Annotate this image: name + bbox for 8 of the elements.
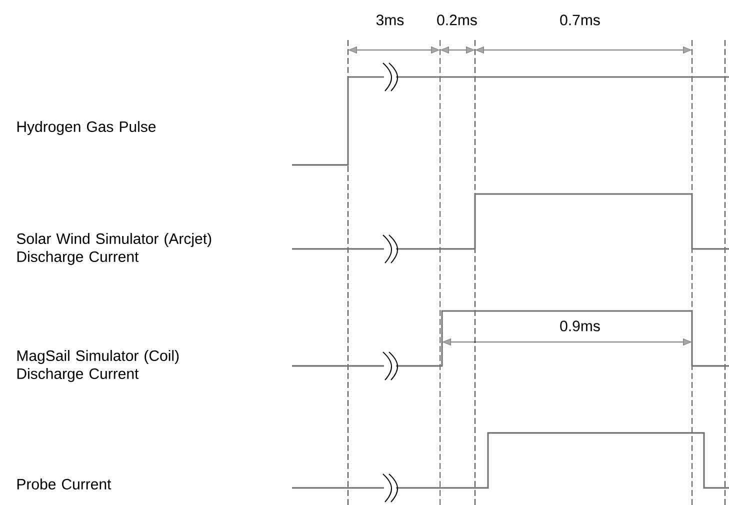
signal-label: Solar Wind Simulator (Arcjet) Discharge Current [16, 233, 212, 265]
signal-label: MagSail Simulator (Coil) Discharge Current [17, 350, 179, 382]
duration-label: 0.7ms [558, 14, 602, 26]
signal-label: Probe Current [17, 478, 112, 490]
duration-label: 3ms [374, 14, 406, 26]
duration-label: 0.2ms [436, 14, 478, 26]
signal-label: Hydrogen Gas Pulse [17, 121, 156, 135]
duration-label: 0.9ms [558, 320, 602, 332]
